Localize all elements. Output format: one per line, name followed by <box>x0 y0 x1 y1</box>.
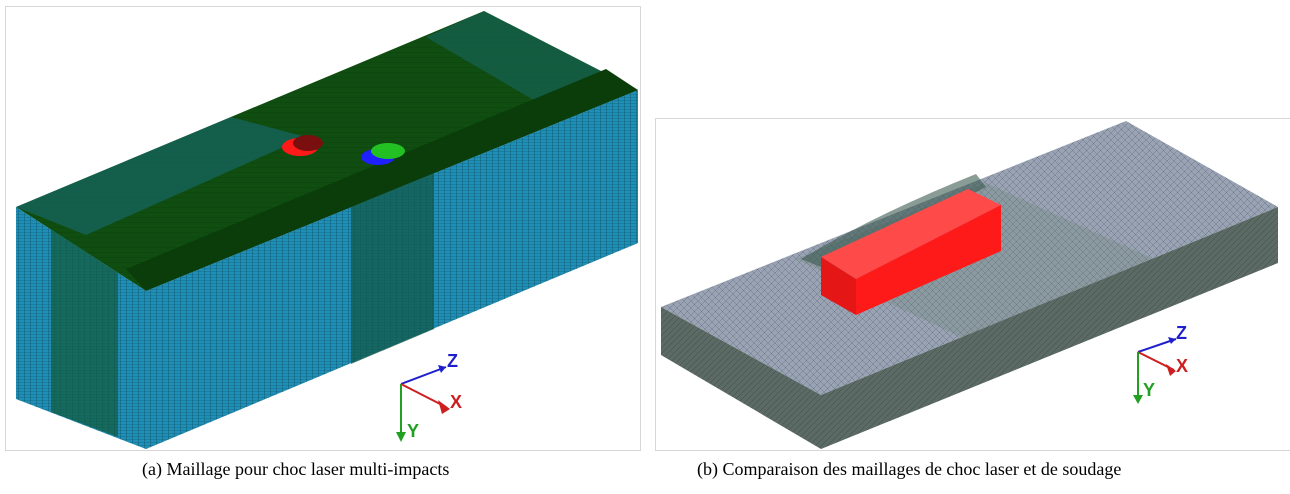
mesh-front-dense-zone <box>351 173 434 364</box>
mesh-top-face <box>16 11 638 291</box>
axis-y-label: Y <box>407 421 419 441</box>
axis-triad-b: Z X Y <box>1133 323 1188 404</box>
axis-z-label: Z <box>447 351 458 371</box>
caption-panel-a: (a) Maillage pour choc laser multi-impac… <box>142 459 450 479</box>
weld-vs-laser-mesh-render: Z X Y <box>661 121 1278 449</box>
impact-green <box>371 143 405 159</box>
axis-triad-a: Z X Y <box>396 351 462 442</box>
caption-panel-b: (b) Comparaison des maillages de choc la… <box>697 459 1122 479</box>
axis-x-label: X <box>450 392 462 412</box>
mesh-top-band <box>126 69 638 291</box>
axis-x-label: X <box>1176 356 1188 376</box>
mesh-left-dense-zone <box>51 229 118 437</box>
figure-panel-a: Z X Y <box>5 6 641 451</box>
plate-left-face <box>661 307 821 449</box>
axis-y-label: Y <box>1143 380 1155 400</box>
weld-block-front <box>856 205 1001 315</box>
weld-block-top <box>821 189 1001 279</box>
weld-block-left <box>821 257 856 315</box>
figure-panel-b: Z X Y <box>655 118 1290 451</box>
axis-z-label: Z <box>1176 323 1187 343</box>
laser-shock-zone <box>801 174 986 267</box>
plate-front-face <box>821 207 1278 449</box>
multi-impact-mesh-render: Z X Y <box>16 11 638 449</box>
mesh-top-strip-left <box>16 117 306 235</box>
